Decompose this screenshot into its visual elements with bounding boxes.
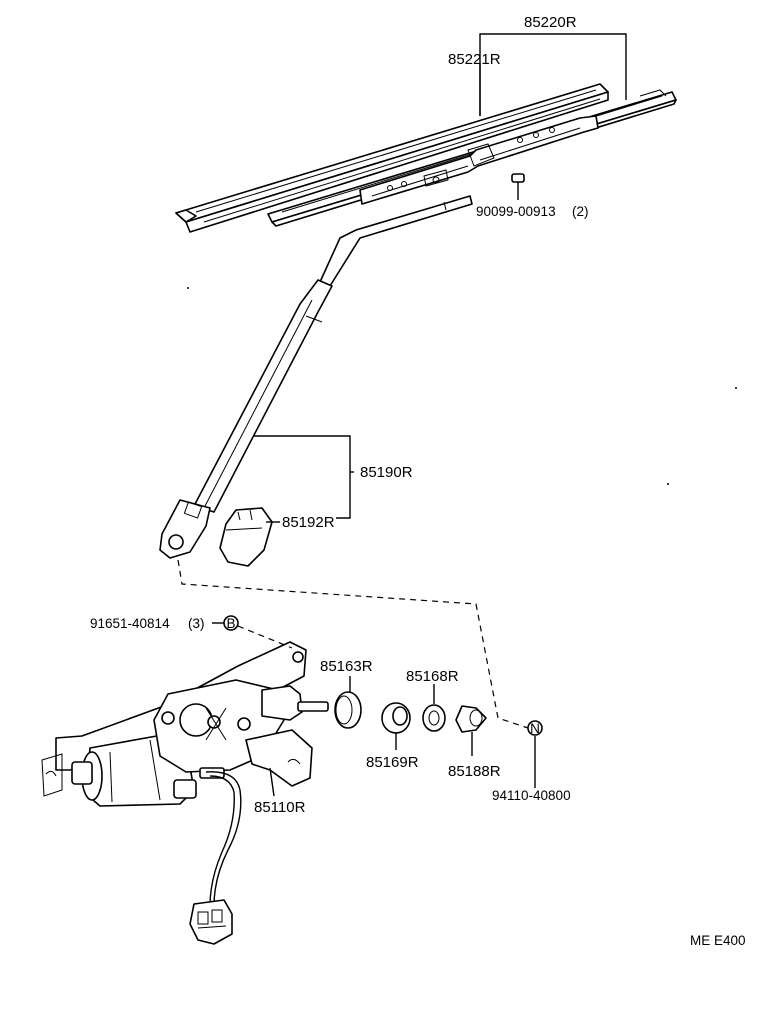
ref-n-icon[interactable]: N [527, 720, 543, 736]
motor-connector-icon[interactable] [189, 899, 233, 945]
label-wiper-motor: 85110R [254, 799, 306, 816]
label-wiper-blade-assy: 85220R [524, 14, 577, 31]
wiper-blade-refill[interactable] [175, 83, 609, 233]
label-collar: 85168R [406, 668, 459, 685]
blade-screw-icon[interactable] [511, 173, 525, 192]
wiper-arm[interactable] [159, 195, 473, 559]
scan-mark [187, 287, 189, 289]
diagram-code: ME E400 [690, 933, 746, 948]
label-wiper-blade-refill: 85221R [448, 51, 501, 68]
ref-n-label: N [530, 721, 540, 736]
scan-mark [667, 483, 669, 485]
label-pivot-nut: 94110-40800 [492, 788, 571, 803]
label-wiper-arm-cap: 85192R [282, 514, 335, 531]
label-blade-screw: 90099-00913 [476, 204, 556, 219]
label-grommet: 85163R [320, 658, 373, 675]
label-cushion: 85169R [366, 754, 419, 771]
cap[interactable] [455, 705, 487, 733]
label-motor-bolt: 91651-40814 [90, 616, 170, 631]
scan-mark [735, 387, 737, 389]
cushion[interactable] [381, 702, 411, 734]
collar[interactable] [422, 704, 446, 732]
label-blade-screw-qty: (2) [572, 204, 589, 219]
grommet[interactable] [334, 691, 362, 729]
label-wiper-arm-assy: 85190R [360, 464, 413, 481]
ref-b-icon[interactable]: B [223, 615, 239, 631]
wiper-motor[interactable] [41, 641, 329, 807]
ref-b-label: B [226, 616, 235, 631]
label-motor-bolt-qty: (3) [188, 616, 205, 631]
leader-lines [177, 33, 627, 797]
wiper-arm-cap[interactable] [219, 507, 273, 567]
wiper-blade-assembly[interactable] [267, 89, 677, 227]
label-cap: 85188R [448, 763, 501, 780]
motor-wire-harness [205, 771, 242, 907]
